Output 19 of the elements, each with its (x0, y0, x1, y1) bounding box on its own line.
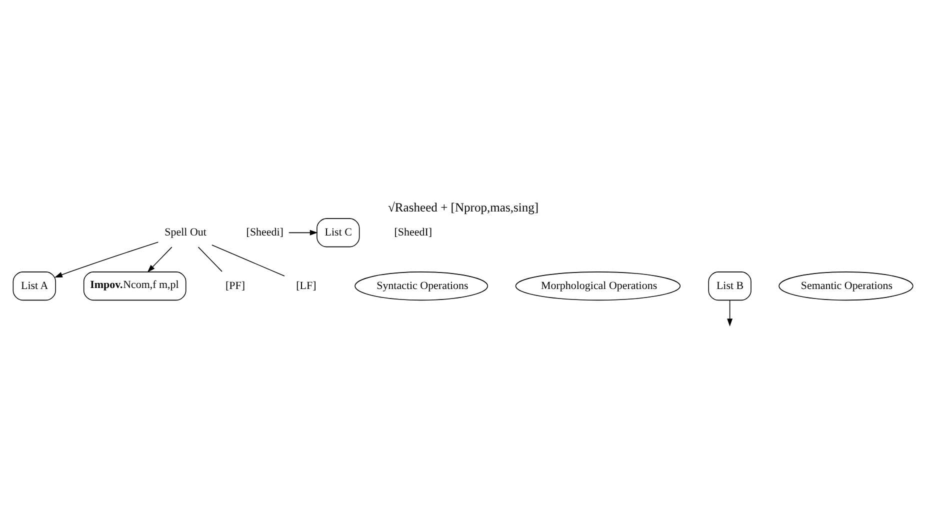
node-ellipse: Semantic Operations (778, 272, 914, 301)
node-text: [SheedI] (394, 226, 432, 239)
arrow (54, 242, 159, 278)
arrow (727, 300, 733, 326)
arrow (147, 246, 172, 272)
node-ellipse: Syntactic Operations (354, 272, 488, 301)
node-text: [LF] (296, 280, 316, 292)
node-box: List A (12, 272, 56, 301)
node-box: Impov.Ncom,f m,pl (83, 272, 186, 301)
node-box: List C (316, 218, 360, 248)
node-text: [PF] (226, 280, 246, 292)
diagram-title: √Rasheed + [Nprop,mas,sing] (388, 200, 539, 214)
node-text: Spell Out (164, 226, 206, 239)
arrow (288, 230, 318, 236)
node-ellipse: Morphological Operations (515, 272, 681, 301)
node-box: List B (708, 272, 752, 301)
node-text: [Sheedi] (246, 226, 284, 239)
connector (198, 246, 222, 272)
connector (212, 244, 285, 276)
